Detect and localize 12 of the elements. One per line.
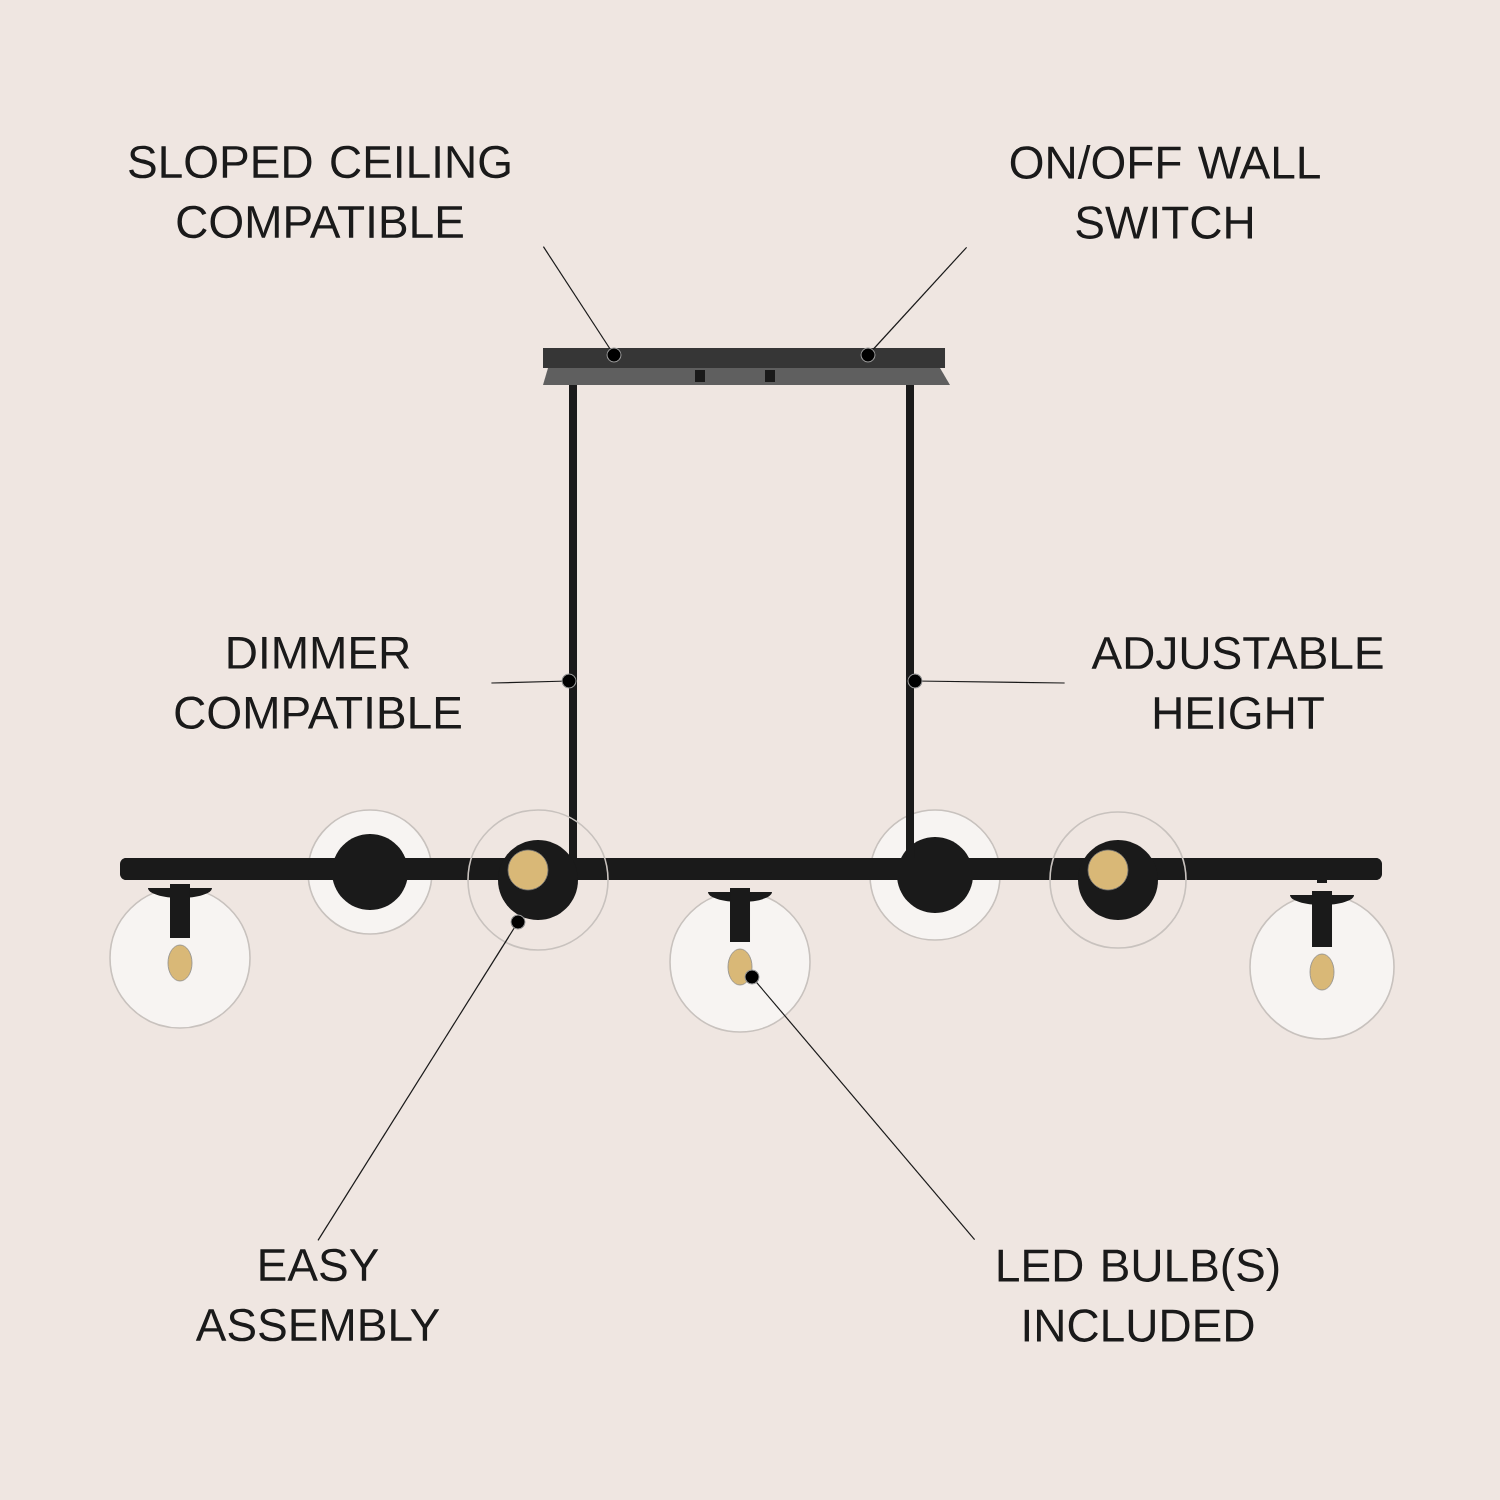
leader-line: [317, 914, 526, 1241]
callout-text: EASY ASSEMBLY: [195, 1248, 440, 1342]
callout-text: SLOPED CEILING COMPATIBLE: [129, 145, 510, 239]
callout-text: DIMMER COMPATIBLE: [175, 636, 461, 730]
callout-text: LED BULB(S) INCLUDED: [998, 1248, 1279, 1342]
callout-text: ADJUSTABLE HEIGHT: [1091, 636, 1383, 730]
callout-text: ON/OFF WALL SWITCH: [1010, 145, 1320, 239]
leader-line: [860, 246, 968, 363]
leader-line: [490, 673, 577, 689]
leader-line: [542, 246, 622, 363]
leader-line: [744, 969, 976, 1241]
leader-line: [907, 673, 1066, 689]
